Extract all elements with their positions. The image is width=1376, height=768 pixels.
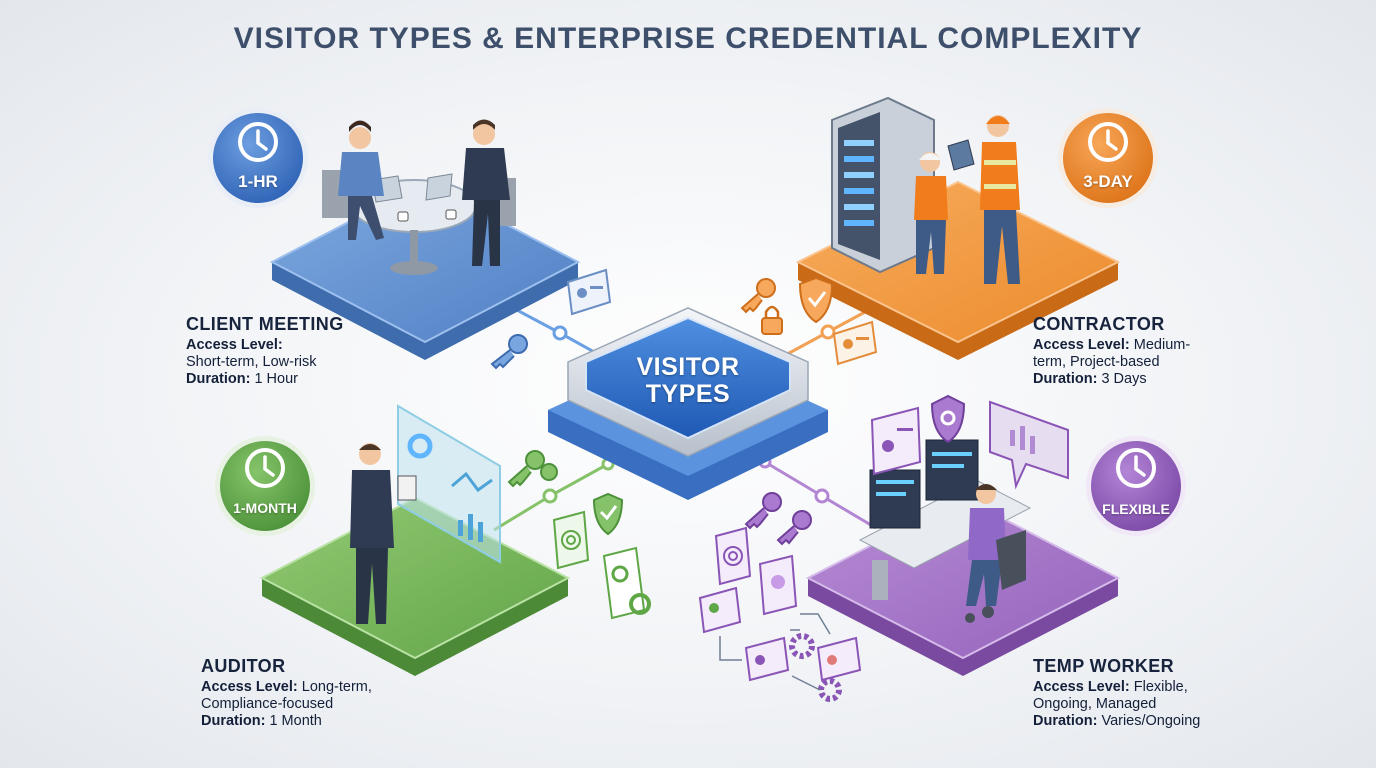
client-duration-value: 1 Hour: [254, 371, 298, 387]
client-meeting-caption: CLIENT MEETING Access Level: Short-term,…: [186, 314, 344, 388]
visitor-types-hub: [548, 307, 828, 500]
temp-access-value-2: Ongoing, Managed: [1033, 696, 1157, 712]
fingerprint-icon: [714, 526, 752, 586]
flow-arrows: [719, 613, 831, 691]
monitor-icon: [989, 400, 1069, 490]
temp-worker-title: TEMP WORKER: [1033, 656, 1175, 676]
id-card-icon: [832, 320, 878, 366]
client-clock-badge: [208, 108, 308, 208]
dashboard-panel-icon: [397, 404, 501, 564]
hub-label-line1: VISITOR: [636, 353, 740, 381]
key-icon: [490, 334, 528, 370]
fingerprint-icon: [552, 510, 590, 570]
shield-icon: [798, 276, 834, 324]
id-card-icon: [816, 636, 862, 682]
contractor-access-value-1: Medium-: [1133, 337, 1191, 353]
auditor-caption: AUDITOR Access Level: Long-term, Complia…: [201, 656, 372, 730]
id-card-icon: [566, 268, 612, 316]
auditor-access-value-2: Compliance-focused: [201, 696, 334, 712]
meeting-scene-icon: [322, 119, 516, 275]
key-icon: [744, 492, 812, 546]
auditor-clock-badge: [215, 436, 315, 536]
client-access-value: Short-term, Low-risk: [186, 354, 317, 370]
id-card-icon: [744, 636, 790, 682]
auditor-platform: [259, 496, 571, 676]
client-access-label: Access Level:: [186, 337, 283, 353]
client-duration-label: Duration:: [186, 371, 251, 387]
auditor-access-value-1: Long-term,: [301, 679, 372, 695]
contractor-duration-label: Duration:: [1033, 371, 1098, 387]
shield-icon: [592, 492, 624, 536]
auditor-duration-label: Duration:: [201, 713, 266, 729]
contractor-badge-label: 3-DAY: [1083, 172, 1133, 191]
auditor-title: AUDITOR: [201, 656, 286, 676]
gear-icon: [789, 633, 842, 702]
temp-duration-value: Varies/Ongoing: [1101, 713, 1201, 729]
document-icon: [602, 546, 651, 620]
page-title: VISITOR TYPES & ENTERPRISE CREDENTIAL CO…: [233, 22, 1143, 55]
id-card-icon: [698, 586, 742, 634]
technician-icon: [914, 115, 1020, 284]
contractor-duration-value: 3 Days: [1101, 371, 1147, 387]
contractor-clock-badge: [1058, 108, 1158, 208]
contractor-title: CONTRACTOR: [1033, 314, 1165, 334]
server-rack-icon: [831, 96, 935, 274]
padlock-icon: [761, 305, 783, 335]
auditor-person-icon: [350, 443, 417, 624]
temp-duration-label: Duration:: [1033, 713, 1098, 729]
clock-icon: [1116, 448, 1156, 488]
temp-worker-caption: TEMP WORKER Access Level: Flexible, Ongo…: [1033, 656, 1201, 730]
key-icon: [740, 278, 776, 314]
contractor-access-value-2: term, Project-based: [1033, 354, 1160, 370]
gear-shield-icon: [930, 394, 966, 444]
client-meeting-title: CLIENT MEETING: [186, 314, 344, 334]
workstation-icon: [858, 439, 1032, 623]
temp-clock-badge: [1086, 436, 1186, 536]
clock-icon: [245, 448, 285, 488]
contractor-caption: CONTRACTOR Access Level: Medium- term, P…: [1033, 314, 1191, 388]
temp-badge-label: FLEXIBLE: [1102, 501, 1170, 517]
auditor-badge-label: 1-MONTH: [233, 500, 297, 516]
hub-label: VISITOR TYPES: [600, 354, 776, 408]
id-card-icon: [758, 554, 798, 616]
auditor-duration-value: 1 Month: [269, 713, 322, 729]
clock-icon: [238, 122, 278, 162]
hub-label-line2: TYPES: [645, 380, 731, 408]
id-card-icon: [870, 406, 922, 476]
auditor-access-label: Access Level:: [201, 679, 298, 695]
key-icon: [507, 450, 558, 488]
clock-icon: [1088, 122, 1128, 162]
client-badge-label: 1-HR: [238, 172, 278, 191]
temp-access-value-1: Flexible,: [1133, 679, 1188, 695]
temp-access-label: Access Level:: [1033, 679, 1130, 695]
contractor-access-label: Access Level:: [1033, 337, 1130, 353]
